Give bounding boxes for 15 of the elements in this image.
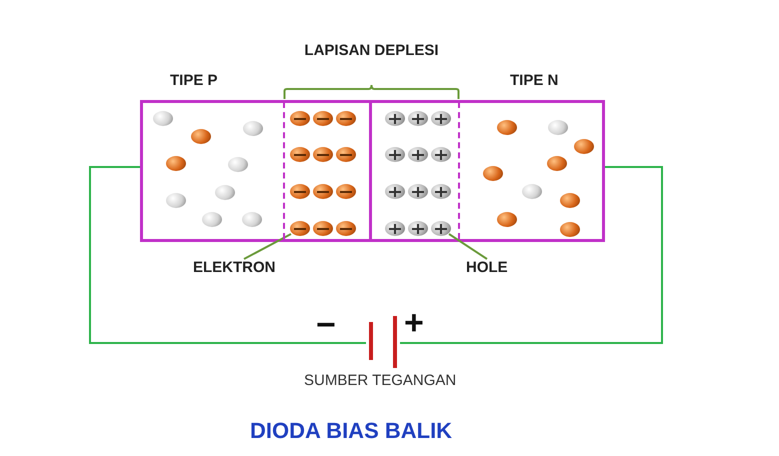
callout-label: HOLE bbox=[466, 259, 508, 276]
region-label: TIPE P bbox=[170, 72, 218, 89]
wire bbox=[400, 166, 663, 344]
battery-symbol bbox=[366, 314, 400, 370]
region-label: TIPE N bbox=[510, 72, 558, 89]
leader-line bbox=[448, 233, 488, 260]
wire bbox=[89, 166, 366, 344]
polarity-sign: + bbox=[404, 306, 424, 340]
leader-line bbox=[244, 233, 292, 260]
polarity-sign: − bbox=[316, 308, 336, 342]
region-label: LAPISAN DEPLESI bbox=[303, 42, 440, 59]
electron-particle bbox=[290, 221, 310, 236]
diagram-caption: DIODA BIAS BALIK bbox=[250, 418, 452, 444]
callout-label: ELEKTRON bbox=[193, 259, 276, 276]
component-label: SUMBER TEGANGAN bbox=[304, 372, 456, 389]
